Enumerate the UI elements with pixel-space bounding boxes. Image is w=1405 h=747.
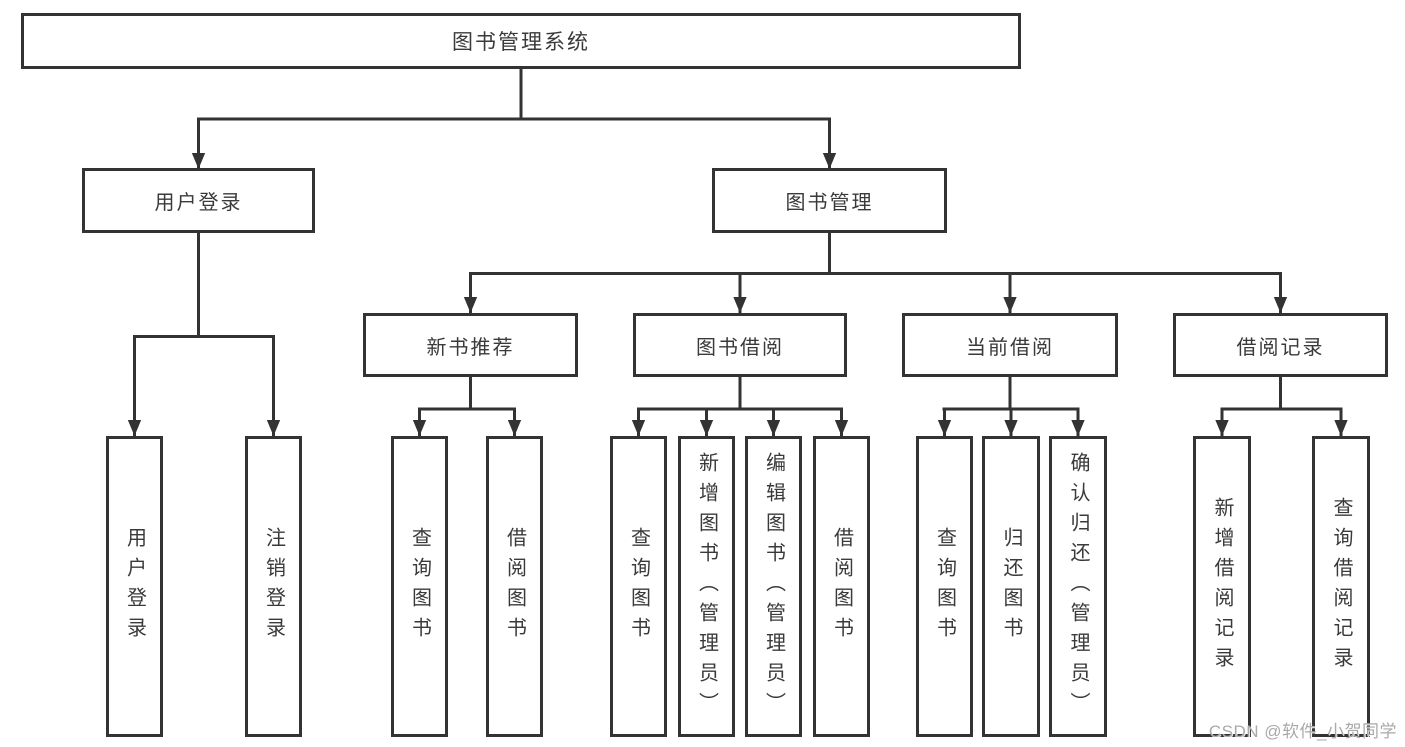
node-user-login: 用户登录 [82, 168, 315, 233]
leaf-logout: 注销登录 [245, 436, 302, 737]
node-label: 图书管理 [785, 192, 874, 214]
node-label: 借阅图书 [830, 526, 853, 647]
node-current-borrow: 当前借阅 [902, 313, 1118, 377]
leaf-query-books-current: 查询图书 [916, 436, 973, 737]
watermark: CSDN @软件_小贺同学 [1208, 722, 1397, 741]
leaf-add-books-admin: 新增图书（管理员） [678, 436, 735, 737]
leaf-edit-books-admin: 编辑图书（管理员） [745, 436, 802, 737]
leaf-add-borrow-record: 新增借阅记录 [1193, 436, 1251, 737]
node-label: 查询图书 [627, 526, 650, 647]
node-root: 图书管理系统 [21, 13, 1021, 69]
node-book-borrow: 图书借阅 [633, 313, 847, 377]
connector-book-management [469, 233, 1282, 275]
node-label: 当前借阅 [966, 336, 1054, 359]
node-label: 查询借阅记录 [1330, 496, 1352, 677]
node-label: 注销登录 [262, 526, 285, 647]
connector-user-login [133, 233, 275, 338]
node-label: 用户登录 [154, 192, 243, 214]
leaf-query-borrow-record: 查询借阅记录 [1312, 436, 1370, 737]
node-label: 借阅图书 [503, 526, 526, 647]
node-label: 查询图书 [408, 526, 431, 647]
node-label: 编辑图书（管理员） [762, 451, 785, 722]
connector-book-borrow [637, 377, 843, 411]
connector-new-book-recommend [418, 377, 516, 411]
leaf-confirm-return-admin: 确认归还（管理员） [1049, 436, 1107, 737]
leaf-return-books: 归还图书 [982, 436, 1040, 737]
leaf-borrow-books: 借阅图书 [813, 436, 870, 737]
leaf-query-books-recommend: 查询图书 [391, 436, 448, 737]
connector-root [197, 69, 831, 121]
node-new-book-recommend: 新书推荐 [363, 313, 578, 377]
node-label: 用户登录 [123, 526, 146, 647]
leaf-borrow-books-recommend: 借阅图书 [486, 436, 543, 737]
node-label: 新增图书（管理员） [695, 451, 718, 722]
node-label: 图书借阅 [696, 336, 784, 359]
node-label: 借阅记录 [1236, 336, 1325, 359]
node-label: 图书管理系统 [452, 31, 590, 54]
node-label: 新书推荐 [426, 336, 515, 359]
node-label: 确认归还（管理员） [1067, 451, 1089, 722]
node-label: 归还图书 [1000, 526, 1022, 647]
node-label: 新增借阅记录 [1211, 496, 1233, 677]
leaf-user-login: 用户登录 [106, 436, 163, 737]
connector-borrow-records [1220, 377, 1343, 411]
node-label: 查询图书 [933, 526, 956, 647]
node-book-management: 图书管理 [712, 168, 947, 233]
node-borrow-records: 借阅记录 [1173, 313, 1388, 377]
connector-current-borrow [942, 377, 1080, 411]
leaf-query-books-borrow: 查询图书 [610, 436, 667, 737]
